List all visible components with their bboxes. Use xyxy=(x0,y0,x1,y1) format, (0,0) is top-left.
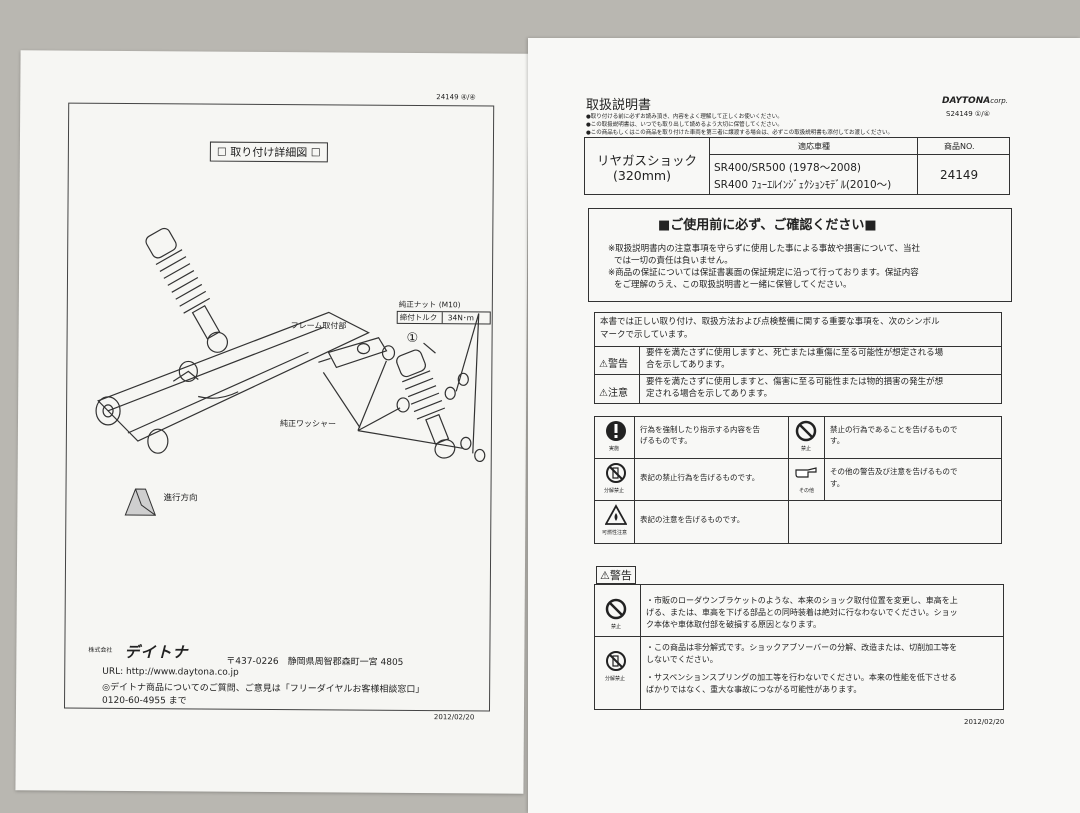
callout-1: ① xyxy=(406,330,419,347)
prohibit-text-2: す。 xyxy=(830,436,845,445)
warning-label: ⚠警告 xyxy=(599,359,628,370)
confirm-line-1: ※取扱説明書内の注意事項を守らずに使用した事による事故や損害について、当社 xyxy=(608,244,921,254)
mandatory-text-1: 行為を強制したり指示する内容を告 xyxy=(640,425,760,434)
manual-heading: 取扱説明書 xyxy=(586,98,652,113)
torque-table: 締付トルク 34N･m xyxy=(396,310,491,325)
note-2: ●この取扱説明書は、いつでも取り出して読めるよう大切に保管してください。 xyxy=(586,122,783,128)
warning-label-cell: ⚠警告 xyxy=(594,346,640,375)
note-1: ●取り付ける前に必ずお読み頂き、内容をよく理解して正しくお使いください。 xyxy=(586,114,783,120)
caution-text-1: 要件を満たさずに使用しますと、傷害に至る可能性または物的損害の発生が想 xyxy=(646,377,944,387)
washer-label: 純正ワッシャー xyxy=(279,419,337,429)
warning-2-line-1: ・この商品は非分解式です。ショックアブソーバーの分解、改造または、切削加工等を xyxy=(646,643,958,652)
confirm-line-3: ※商品の保証については保証書裏面の保証規定に沿って行っております。保証内容 xyxy=(608,268,919,278)
other-text-1: その他の警告及び注意を告げるもので xyxy=(830,467,958,476)
symbol-intro-1: 本書では正しい取り付け、取扱方法および点検整備に関する重要な事項を、次のシンボル xyxy=(600,317,940,327)
prohibit-icon xyxy=(795,420,817,442)
warning-2-label: 分解禁止 xyxy=(605,676,626,682)
direction-label: 進行方向 xyxy=(163,493,198,504)
warning-section xyxy=(594,584,1004,710)
warning-2-line-2: しないでください。 xyxy=(646,655,718,664)
prohibit-text-1: 禁止の行為であることを告げるもので xyxy=(830,425,958,434)
product-name-cell: リヤガスショック (320mm) xyxy=(584,137,710,195)
pointing-hand-icon xyxy=(795,467,817,478)
brand-name: DAYTONA xyxy=(942,96,991,106)
caution-label: ⚠注意 xyxy=(599,388,628,399)
torque-value: 34N･m xyxy=(447,313,474,323)
prohibit-icon xyxy=(605,598,627,620)
warning-1-line-3: ク本体や車体取付部を破損する原因となります。 xyxy=(646,620,821,629)
no-disassembly-label: 分解禁止 xyxy=(604,488,625,494)
detail-title-text: 取り付け詳細図 xyxy=(230,145,308,160)
left-page: 24149 ④/④ ☐ 取り付け詳細図 ☐ xyxy=(15,50,529,794)
brand-logo: DAYTONAcorp. xyxy=(942,96,1008,106)
company-logo: デイトナ xyxy=(124,642,189,662)
warning-1-line-1: ・市販のローダウンブラケットのような、本来のショック取付位置を変更し、車高を上 xyxy=(646,596,958,605)
symbol-intro-2: マークで示しています。 xyxy=(600,330,693,340)
mandatory-text-2: げるものです。 xyxy=(640,436,692,445)
nut-label: 純正ナット (M10) xyxy=(398,299,461,310)
warning-text-2: 合を示してあります。 xyxy=(646,360,730,370)
warning-2-line-4: ばかりではなく、重大な事故につながる可能性があります。 xyxy=(646,685,862,694)
brand-suffix: corp. xyxy=(990,97,1008,105)
flammable-warning-icon xyxy=(605,504,627,525)
detail-title: ☐ 取り付け詳細図 ☐ xyxy=(209,141,328,163)
flammable-label: 可燃性注意 xyxy=(602,530,628,536)
flammable-text: 表記の注意を告げるものです。 xyxy=(640,515,745,524)
product-no: 24149 xyxy=(940,168,979,182)
confirm-line-4: をご理解のうえ、この取扱説明書と一緒に保管してください。 xyxy=(614,280,852,290)
warning-text-1: 要件を満たさずに使用しますと、死亡または重傷に至る可能性が想定される場 xyxy=(646,348,944,358)
prohibit-label: 禁止 xyxy=(801,446,812,452)
warning-section-title: ⚠警告 xyxy=(596,566,636,584)
other-label: その他 xyxy=(799,488,815,494)
vehicle-header-cell: 適応車種 xyxy=(709,137,918,155)
product-no-header: 商品NO. xyxy=(944,142,975,151)
symbol-grid xyxy=(594,416,1002,544)
warning-1-label: 禁止 xyxy=(611,624,622,630)
company-address: 〒437-0226 静岡県周智郡森町一宮 4805 xyxy=(226,656,404,668)
confirm-line-2: では一切の責任は負いません。 xyxy=(614,256,733,266)
confirm-box xyxy=(588,208,1012,302)
product-size: (320mm) xyxy=(613,168,671,183)
frame-mount-label: フレーム取付部 xyxy=(290,321,347,331)
note-3: ●この商品もしくはこの商品を取り付けた車両を第三者に譲渡する場合は、必ずこの取扱… xyxy=(586,130,893,136)
right-page-number: S24149 ①/④ xyxy=(946,110,990,118)
warning-1-line-2: げる、または、車高を下げる部品との同時装着は絶対に行なわないでください。ショッ xyxy=(646,608,958,617)
product-name: リヤガスショック xyxy=(597,153,698,168)
caution-label-cell: ⚠注意 xyxy=(594,374,640,404)
product-no-header-cell: 商品NO. xyxy=(917,137,1010,155)
no-disassembly-icon xyxy=(606,651,626,671)
left-page-number: 24149 ④/④ xyxy=(436,93,476,102)
other-text-2: す。 xyxy=(830,479,845,488)
vehicle-1: SR400/SR500 (1978～2008) xyxy=(714,162,862,174)
direction-arrow-icon xyxy=(124,488,157,516)
right-page: 取扱説明書 DAYTONAcorp. S24149 ①/④ ●取り付ける前に必ず… xyxy=(528,38,1080,813)
phone-number: 0120-60-4955 まで xyxy=(102,695,187,707)
caution-text-2: 定される場合を示してあります。 xyxy=(646,389,773,399)
mandatory-label: 実施 xyxy=(609,446,620,452)
company-label: 株式会社 xyxy=(88,646,113,654)
mandatory-icon xyxy=(606,421,626,441)
vehicle-header: 適応車種 xyxy=(798,142,830,151)
square-icon: ☐ xyxy=(216,145,231,159)
right-date: 2012/02/20 xyxy=(964,718,1005,726)
no-disassembly-icon xyxy=(606,463,626,483)
warning-2-line-3: ・サスペンションスプリングの加工等を行わないでください。本来の性能を低下させる xyxy=(646,673,957,682)
square-icon: ☐ xyxy=(307,146,321,160)
no-disassembly-text: 表記の禁止行為を告げるものです。 xyxy=(640,473,760,482)
shock-installation-drawing xyxy=(95,227,486,463)
confirm-title: ■ご使用前に必ず、ご確認ください■ xyxy=(658,218,877,233)
company-url[interactable]: URL: http://www.daytona.co.jp xyxy=(102,666,239,678)
torque-label: 締付トルク xyxy=(399,312,438,323)
vehicle-2: SR400 ﾌｭｰｴﾙｲﾝｼﾞｪｸｼｮﾝﾓﾃﾞﾙ(2010～) xyxy=(714,179,892,191)
left-date: 2012/02/20 xyxy=(433,713,475,722)
